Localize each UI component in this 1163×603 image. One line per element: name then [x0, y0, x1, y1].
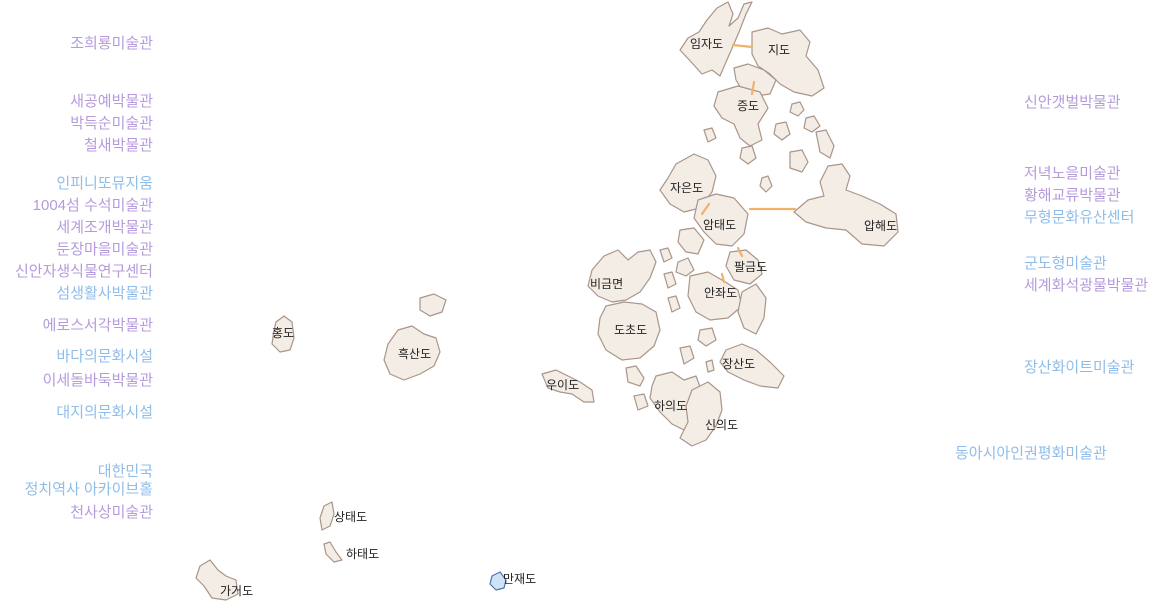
label-palgeum: 팔금도 — [734, 260, 767, 274]
label-docho: 도초도 — [614, 323, 647, 337]
island-anjwa-east[interactable] — [737, 283, 767, 335]
label-jeung: 증도 — [737, 99, 759, 113]
label-imja: 임자도 — [690, 37, 723, 51]
museum-link[interactable]: 이세돌바둑박물관 — [42, 372, 153, 389]
island-palgeum[interactable] — [725, 249, 763, 285]
museum-link[interactable]: 1004섬 수석미술관 — [32, 197, 153, 214]
label-amtae: 암태도 — [703, 218, 736, 232]
label-anjwa: 안좌도 — [704, 286, 737, 300]
label-manjae: 만재도 — [503, 572, 536, 586]
bridges — [700, 43, 797, 284]
label-sangtae: 상태도 — [334, 510, 367, 524]
island-gageo[interactable] — [195, 559, 239, 601]
island-amtae-west[interactable] — [677, 227, 705, 255]
island-sinui[interactable] — [679, 381, 723, 447]
label-haui: 하의도 — [654, 399, 687, 413]
label-hong: 홍도 — [272, 326, 294, 340]
island-labels: 임자도 지도 증도 자은도 암태도 압해도 팔금도 비금면 안좌도 도초도 홍도… — [220, 37, 897, 598]
museum-link[interactable]: 군도형미술관 — [1024, 255, 1107, 272]
museum-link[interactable]: 신안갯벌박물관 — [1024, 94, 1121, 111]
island-heuksan[interactable] — [383, 325, 441, 381]
museum-link[interactable]: 정치역사 아카이브홀 — [24, 481, 153, 498]
island-bigeum[interactable] — [587, 249, 657, 303]
museum-link[interactable]: 세계화석광물박물관 — [1024, 277, 1149, 294]
museum-link[interactable]: 조희룡미술관 — [70, 35, 153, 52]
small-islets — [419, 101, 835, 411]
island-aphae[interactable] — [793, 163, 899, 247]
museum-link[interactable]: 섬생활사박물관 — [56, 285, 153, 302]
island-anjwa[interactable] — [687, 271, 743, 321]
island-jangsan[interactable] — [719, 343, 785, 389]
museum-link[interactable]: 새공예박물관 — [70, 93, 153, 110]
island-docho[interactable] — [597, 301, 661, 361]
museum-link[interactable]: 대지의문화시설 — [56, 404, 153, 421]
label-heuksan: 흑산도 — [398, 347, 431, 361]
island-hatae[interactable] — [323, 541, 343, 563]
island-jeung[interactable] — [713, 85, 769, 147]
museum-link[interactable]: 저녁노을미술관 — [1024, 165, 1121, 182]
museum-link[interactable]: 대한민국 — [97, 463, 153, 480]
museum-link[interactable]: 인피니또뮤지움 — [56, 175, 153, 192]
museum-link[interactable]: 장산화이트미술관 — [1024, 359, 1135, 376]
museum-link[interactable]: 황해교류박물관 — [1024, 187, 1121, 204]
label-ui: 우이도 — [546, 378, 579, 392]
museum-link[interactable]: 무형문화유산센터 — [1024, 209, 1135, 226]
museum-link[interactable]: 에로스서각박물관 — [42, 317, 153, 334]
label-jaeun: 자은도 — [670, 181, 703, 195]
museum-link[interactable]: 박득순미술관 — [70, 115, 153, 132]
label-aphae: 압해도 — [864, 219, 897, 233]
museum-link[interactable]: 천사상미술관 — [70, 504, 153, 521]
museum-link[interactable]: 세계조개박물관 — [56, 219, 153, 236]
label-sinui: 신의도 — [705, 418, 738, 432]
label-hatae: 하태도 — [346, 547, 379, 561]
island-sangtae[interactable] — [319, 501, 335, 531]
museum-link[interactable]: 철새박물관 — [83, 137, 153, 154]
museum-link[interactable]: 둔장마을미술관 — [56, 241, 153, 258]
island-hong[interactable] — [271, 315, 295, 353]
museum-link[interactable]: 신안자생식물연구센터 — [14, 263, 153, 280]
island-imja[interactable] — [679, 1, 753, 77]
museum-link[interactable]: 바다의문화시설 — [56, 348, 153, 365]
island-ui[interactable] — [541, 369, 595, 403]
label-gageo: 가거도 — [220, 584, 253, 598]
island-manjae[interactable] — [489, 571, 507, 591]
label-jangsan: 장산도 — [722, 357, 755, 371]
label-ji: 지도 — [768, 43, 790, 57]
label-bigeum: 비금면 — [590, 277, 623, 291]
museum-link[interactable]: 동아시아인권평화미술관 — [955, 445, 1107, 462]
